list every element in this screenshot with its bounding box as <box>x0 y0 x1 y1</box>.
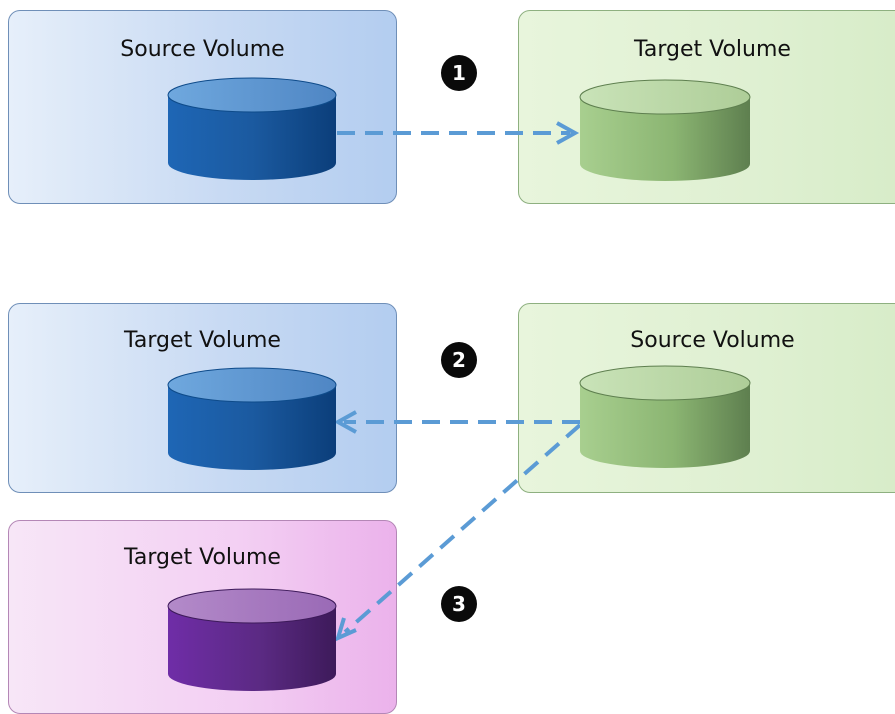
source-volume-panel-top: Source Volume <box>8 10 397 204</box>
step-2-badge: 2 <box>441 342 477 378</box>
panel-title: Source Volume <box>120 37 285 62</box>
step-1-label: 1 <box>452 61 466 85</box>
step-1-badge: 1 <box>441 55 477 91</box>
step-3-label: 3 <box>452 592 466 616</box>
panel-title: Target Volume <box>124 545 281 570</box>
step-3-badge: 3 <box>441 586 477 622</box>
target-volume-panel-top: Target Volume <box>518 10 895 204</box>
panel-title: Target Volume <box>634 37 791 62</box>
step-2-label: 2 <box>452 348 466 372</box>
source-volume-panel-middle: Source Volume <box>518 303 895 493</box>
target-volume-panel-bottom: Target Volume <box>8 520 397 714</box>
target-volume-panel-middle: Target Volume <box>8 303 397 493</box>
panel-title: Source Volume <box>630 328 795 353</box>
panel-title: Target Volume <box>124 328 281 353</box>
